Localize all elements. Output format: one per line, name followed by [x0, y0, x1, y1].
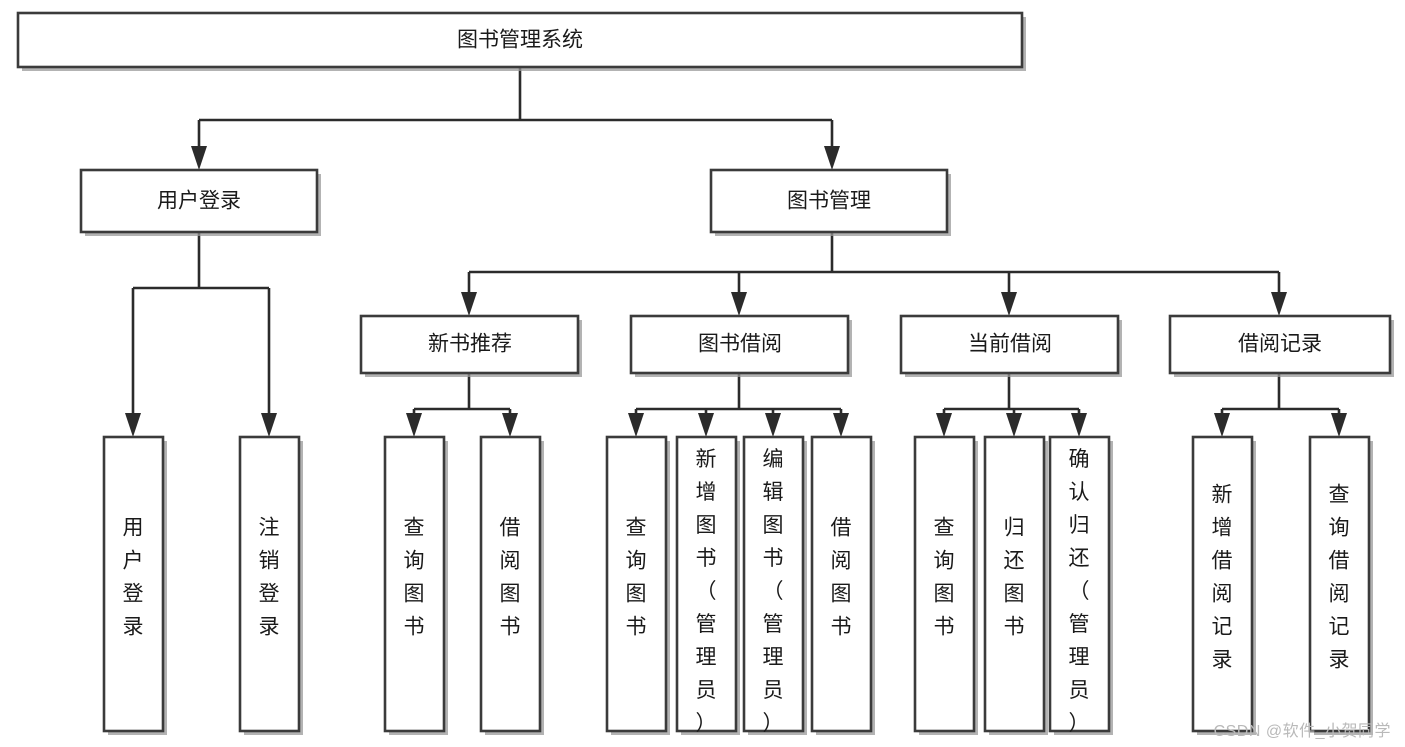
node-leaf-add-borrow-record[interactable]: 新增借阅记录	[1191, 435, 1256, 735]
connectors-userlogin-to-leaves	[125, 232, 277, 437]
node-leaf-borrow-book-bb-label: 借阅图书	[831, 517, 852, 639]
node-leaf-query-borrow-record-label: 查询借阅记录	[1329, 484, 1350, 672]
node-new-book-recommend[interactable]: 新书推荐	[359, 314, 582, 377]
node-leaf-query-book-nbr-label: 查询图书	[404, 517, 425, 639]
node-leaf-borrow-book-bb[interactable]: 借阅图书	[810, 435, 875, 735]
node-current-borrow-label: 当前借阅	[968, 333, 1052, 356]
node-leaf-add-book-admin-label: 新增图书（管理员）	[696, 448, 717, 735]
node-leaf-borrow-book-nbr[interactable]: 借阅图书	[479, 435, 544, 735]
connectors-bookborrow-to-leaves	[628, 373, 849, 437]
node-borrow-record[interactable]: 借阅记录	[1168, 314, 1394, 377]
connectors-borrowrecord-to-leaves	[1214, 373, 1347, 437]
node-borrow-record-label: 借阅记录	[1238, 333, 1322, 356]
node-leaf-borrow-book-nbr-label: 借阅图书	[500, 517, 521, 639]
node-book-management[interactable]: 图书管理	[709, 168, 951, 236]
connectors-bookmgmt-to-level3	[461, 232, 1287, 316]
node-leaf-user-login-label: 用户登录	[123, 517, 144, 639]
node-leaf-user-login[interactable]: 用户登录	[102, 435, 167, 735]
node-current-borrow[interactable]: 当前借阅	[899, 314, 1122, 377]
node-leaf-query-book-cb-label: 查询图书	[934, 517, 955, 639]
connectors-newbook-to-leaves	[406, 373, 518, 437]
node-user-login[interactable]: 用户登录	[79, 168, 321, 236]
node-leaf-query-borrow-record[interactable]: 查询借阅记录	[1308, 435, 1373, 735]
node-book-management-label: 图书管理	[787, 190, 871, 213]
node-leaf-logout-label: 注销登录	[259, 517, 280, 639]
node-leaf-confirm-return-admin-label: 确认归还（管理员）	[1069, 448, 1090, 735]
node-leaf-add-borrow-record-label: 新增借阅记录	[1212, 484, 1233, 672]
node-leaf-query-book-bb-label: 查询图书	[626, 517, 647, 639]
node-leaf-query-book-bb[interactable]: 查询图书	[605, 435, 670, 735]
node-leaf-query-book-cb[interactable]: 查询图书	[913, 435, 978, 735]
connectors-currentborrow-to-leaves	[936, 373, 1087, 437]
node-leaf-query-book-nbr[interactable]: 查询图书	[383, 435, 448, 735]
node-leaf-logout[interactable]: 注销登录	[238, 435, 303, 735]
node-leaf-return-book-label: 归还图书	[1004, 517, 1025, 639]
node-leaf-add-book-admin[interactable]: 新增图书（管理员）	[675, 435, 740, 735]
node-root-label: 图书管理系统	[457, 29, 583, 52]
node-leaf-edit-book-admin-label: 编辑图书（管理员）	[763, 448, 784, 735]
node-leaf-confirm-return-admin[interactable]: 确认归还（管理员）	[1048, 435, 1113, 735]
node-new-book-recommend-label: 新书推荐	[428, 333, 512, 356]
node-user-login-label: 用户登录	[157, 190, 241, 213]
node-root-system[interactable]: 图书管理系统	[16, 11, 1026, 71]
node-leaf-return-book[interactable]: 归还图书	[983, 435, 1048, 735]
node-leaf-edit-book-admin[interactable]: 编辑图书（管理员）	[742, 435, 807, 735]
node-book-borrow-label: 图书借阅	[698, 333, 782, 356]
node-book-borrow[interactable]: 图书借阅	[629, 314, 852, 377]
connectors-root-to-level2	[191, 67, 840, 170]
